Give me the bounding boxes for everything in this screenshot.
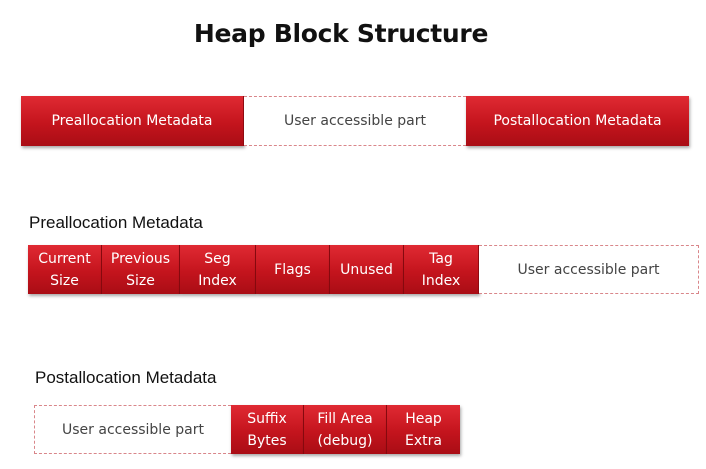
user-accessible-part: User accessible part <box>34 405 231 454</box>
postallocation-heading: Postallocation Metadata <box>35 368 217 387</box>
tag-index-field: Tag Index <box>404 245 479 294</box>
heap-block-row: Preallocation Metadata User accessible p… <box>21 96 689 146</box>
heap-extra-field: Heap Extra <box>387 405 460 454</box>
previous-size-field: Previous Size <box>102 245 180 294</box>
postallocation-metadata-block: Postallocation Metadata <box>466 96 689 146</box>
preallocation-row: Current Size Previous Size Seg Index Fla… <box>28 245 699 294</box>
preallocation-metadata-block: Preallocation Metadata <box>21 96 244 146</box>
flags-field: Flags <box>256 245 330 294</box>
suffix-bytes-field: Suffix Bytes <box>231 405 304 454</box>
user-accessible-part: User accessible part <box>479 245 699 294</box>
unused-field: Unused <box>330 245 404 294</box>
seg-index-field: Seg Index <box>180 245 256 294</box>
diagram-title: Heap Block Structure <box>193 19 489 48</box>
current-size-field: Current Size <box>28 245 102 294</box>
postallocation-row: User accessible part Suffix Bytes Fill A… <box>34 405 460 454</box>
preallocation-heading: Preallocation Metadata <box>29 213 203 232</box>
user-accessible-block: User accessible part <box>244 96 466 146</box>
fill-area-field: Fill Area (debug) <box>304 405 387 454</box>
